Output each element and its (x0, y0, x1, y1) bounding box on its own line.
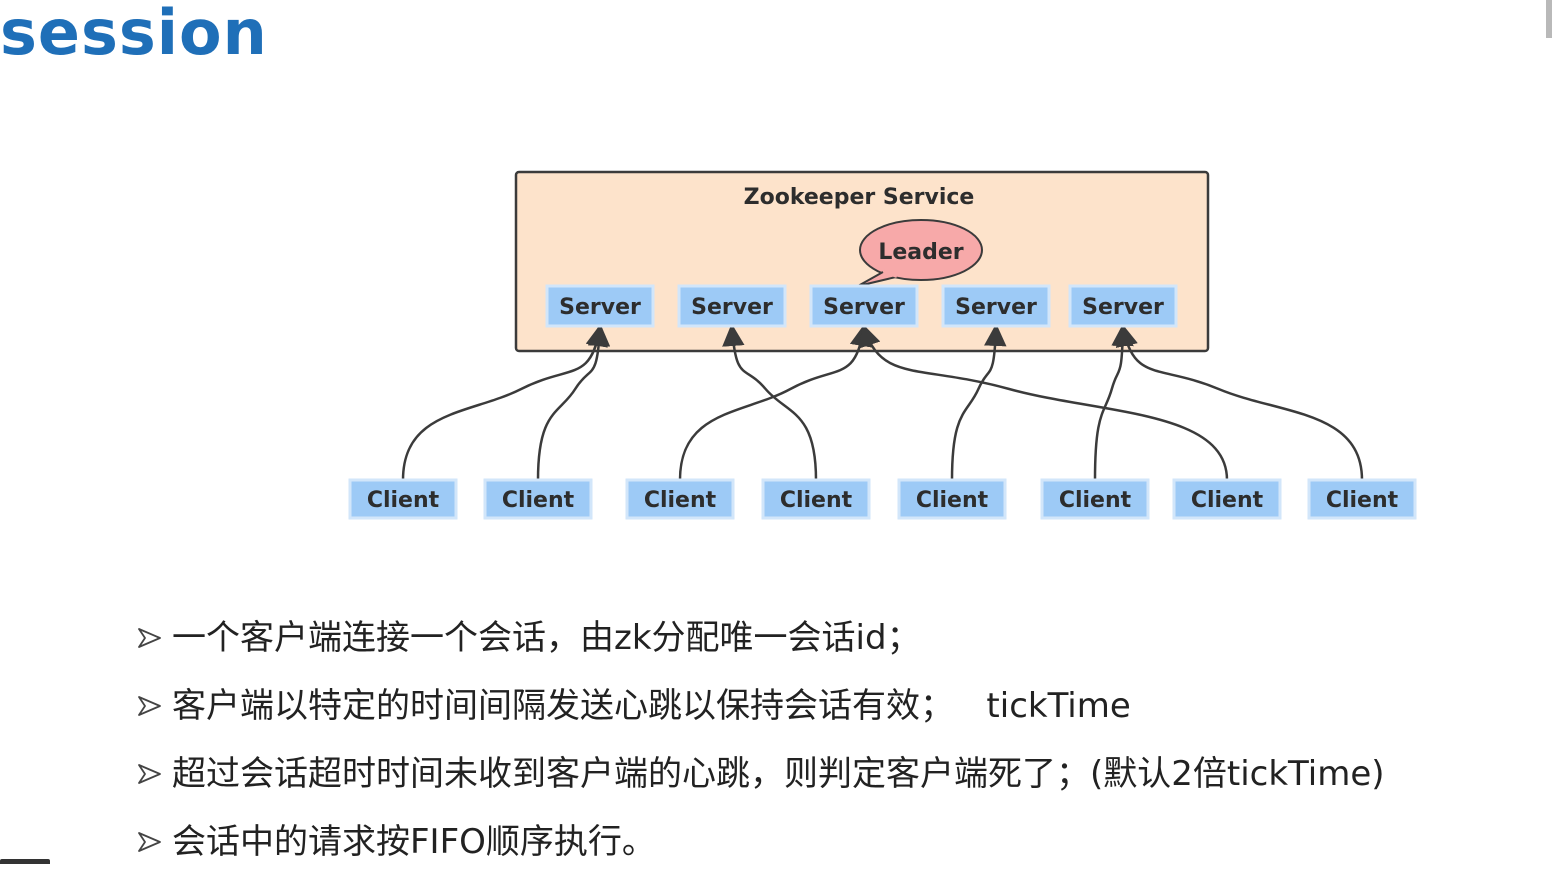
client-server-connection (1115, 323, 1364, 481)
bullet-text: 客户端以特定的时间间隔发送心跳以保持会话有效； tickTime (172, 686, 1131, 726)
client-node-label: Client (1059, 488, 1132, 513)
leader-bubble: Leader (857, 219, 983, 287)
bullet-item: 超过会话超时时间未收到客户端的心跳，则判定客户端死了；(默认2倍tickTime… (136, 744, 1385, 804)
client-node: Client (483, 478, 593, 520)
client-node-label: Client (1191, 488, 1264, 513)
client-node: Client (1307, 478, 1417, 520)
client-node-label: Client (916, 488, 989, 513)
client-server-connection (858, 323, 1229, 481)
client-node-box (1172, 478, 1282, 520)
server-node: Server (809, 284, 919, 328)
server-node-box (809, 284, 919, 328)
client-node-label: Client (367, 488, 440, 513)
taskbar-edge (0, 859, 50, 864)
client-server-connection (678, 323, 873, 481)
server-node-label: Server (691, 295, 773, 320)
client-row: Client Client Client Client Client Client Clie… (348, 478, 1417, 520)
server-node-box (1068, 284, 1178, 328)
client-node-box (483, 478, 593, 520)
server-node: Server (677, 284, 787, 328)
server-node: Server (941, 284, 1051, 328)
client-node: Client (625, 478, 735, 520)
client-node-box (761, 478, 871, 520)
service-title: Zookeeper Service (744, 185, 975, 210)
server-node: Server (1068, 284, 1178, 328)
client-node-label: Client (1326, 488, 1399, 513)
connection-lines (401, 323, 1364, 481)
client-node-box (1307, 478, 1417, 520)
server-node-box (941, 284, 1051, 328)
client-server-connection (536, 323, 611, 481)
bullet-text: 一个客户端连接一个会话，由zk分配唯一会话id； (172, 618, 921, 658)
client-node-box (897, 478, 1007, 520)
server-node-label: Server (1082, 295, 1164, 320)
server-node-label: Server (823, 295, 905, 320)
client-server-connection (950, 323, 1007, 481)
client-node: Client (761, 478, 871, 520)
arrow-bullet-icon (138, 764, 161, 784)
bullet-item: 一个客户端连接一个会话，由zk分配唯一会话id； (136, 608, 921, 668)
client-node-label: Client (644, 488, 717, 513)
leader-label: Leader (878, 240, 963, 265)
client-server-connection (1093, 323, 1134, 481)
client-node-box (348, 478, 458, 520)
client-node-box (625, 478, 735, 520)
client-node: Client (348, 478, 458, 520)
client-node-label: Client (780, 488, 853, 513)
client-node: Client (897, 478, 1007, 520)
bullet-text: 超过会话超时时间未收到客户端的心跳，则判定客户端死了；(默认2倍tickTime… (172, 754, 1385, 794)
server-node-label: Server (559, 295, 641, 320)
client-server-connection (722, 323, 818, 481)
bullet-text: 会话中的请求按FIFO顺序执行。 (172, 822, 656, 862)
server-node: Server (545, 284, 655, 328)
client-node-label: Client (502, 488, 575, 513)
arrow-bullet-icon (138, 696, 161, 716)
client-node: Client (1172, 478, 1282, 520)
client-node-box (1040, 478, 1150, 520)
bullet-item: 会话中的请求按FIFO顺序执行。 (136, 812, 656, 872)
arrow-bullet-icon (138, 628, 161, 648)
client-node: Client (1040, 478, 1150, 520)
server-node-label: Server (955, 295, 1037, 320)
window-scrollbar[interactable] (1546, 0, 1552, 38)
server-node-box (677, 284, 787, 328)
bullet-item: 客户端以特定的时间间隔发送心跳以保持会话有效； tickTime (136, 676, 1131, 736)
client-server-connection (401, 323, 608, 481)
slide-title: session (0, 0, 268, 69)
server-node-box (545, 284, 655, 328)
arrow-bullet-icon (138, 832, 161, 852)
server-row: Server Server Server Server Server (545, 284, 1178, 328)
